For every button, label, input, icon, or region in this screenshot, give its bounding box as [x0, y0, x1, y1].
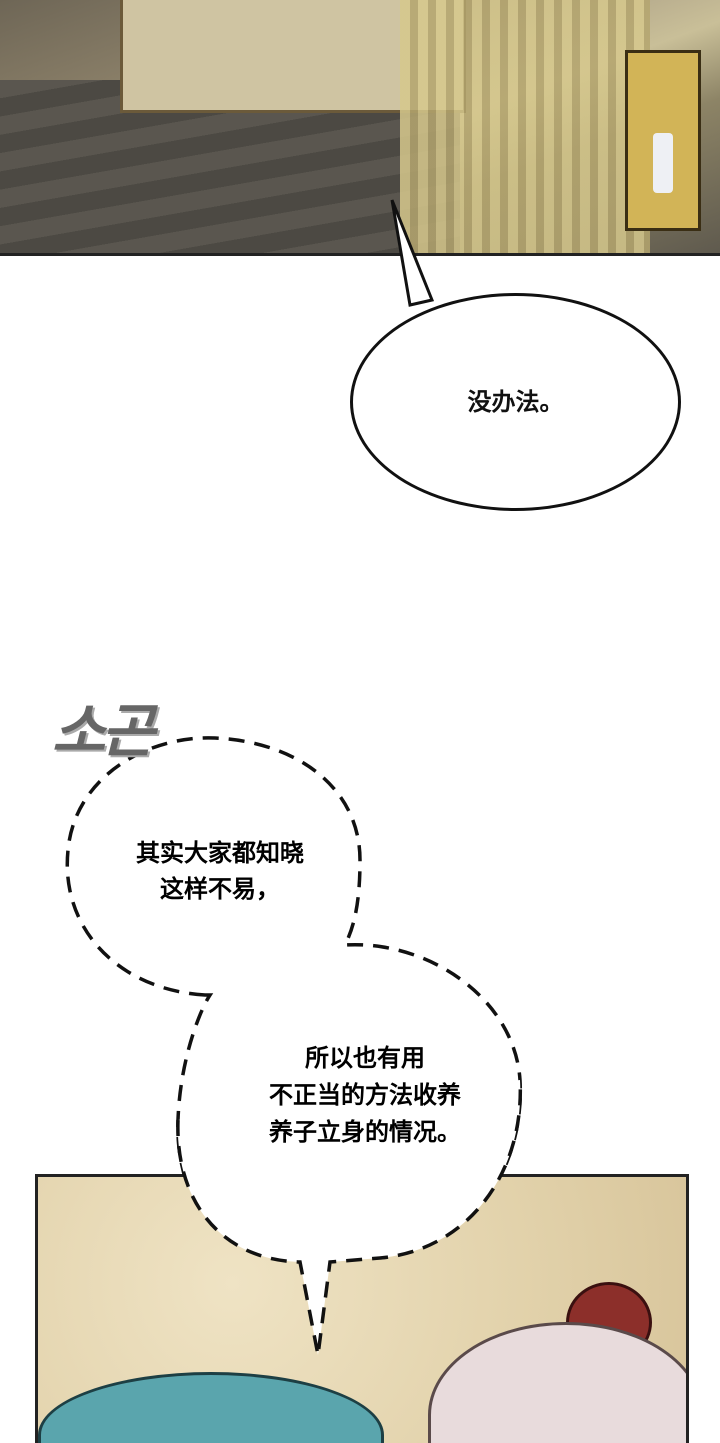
text-line: 养子立身的情况。 [269, 1118, 461, 1146]
lantern [625, 50, 701, 231]
whisper-text-2: 所以也有用 不正当的方法收养 养子立身的情况。 [195, 1040, 535, 1151]
text-line: 其实大家都知晓 [136, 839, 304, 867]
whisper-text-1: 其实大家都知晓 这样不易， [80, 835, 360, 907]
curtain [400, 0, 650, 253]
whisper-sfx: 소곤 [52, 697, 155, 765]
text-line: 不正当的方法收养 [269, 1081, 461, 1109]
speech-bubble-tail [390, 199, 435, 307]
character-white-hair [428, 1322, 686, 1443]
candle [653, 133, 673, 193]
text-line: 所以也有用 [305, 1044, 425, 1072]
text-line: 这样不易， [160, 875, 280, 903]
character-blue-hair [38, 1372, 384, 1443]
bubble-text: 没办法。 [467, 387, 564, 416]
comic-panel-characters [35, 1174, 689, 1443]
comic-panel-bedroom [0, 0, 720, 256]
speech-bubble: 没办法。 [350, 293, 681, 511]
